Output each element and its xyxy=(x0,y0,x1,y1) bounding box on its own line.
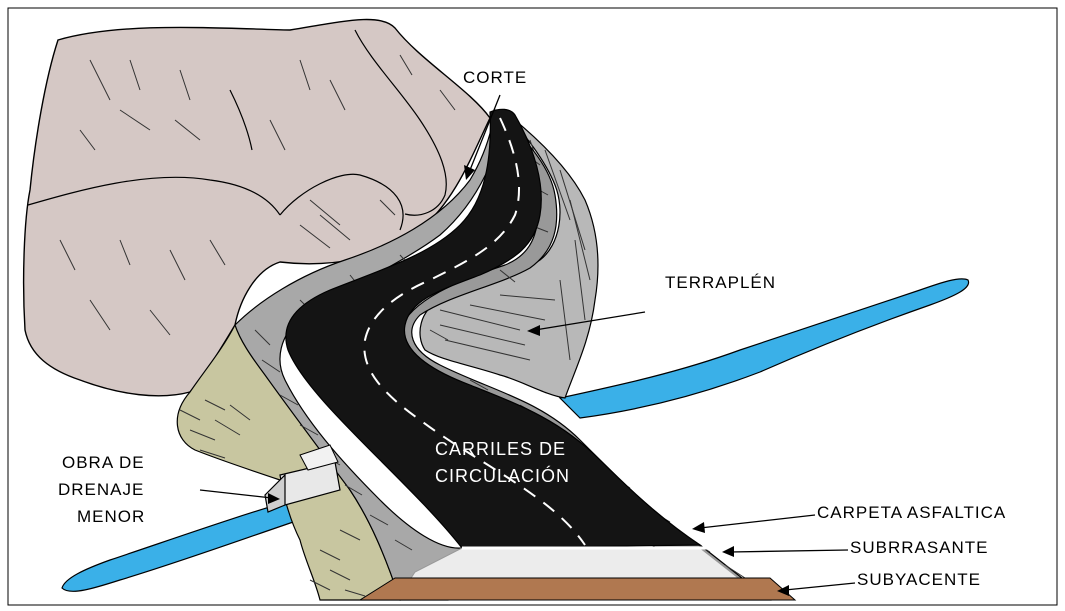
label-subrrasante: SUBRRASANTE xyxy=(850,538,989,557)
stream-right xyxy=(560,279,969,418)
label-corte: CORTE xyxy=(463,68,527,87)
label-carriles-line2: CIRCULACIÓN xyxy=(435,465,570,486)
label-obra-line1: OBRA DE xyxy=(62,453,145,472)
label-carpeta: CARPETA ASFALTICA xyxy=(817,503,1006,522)
label-terraplen: TERRAPLÉN xyxy=(665,273,776,292)
arrow-carpeta xyxy=(700,515,815,528)
label-carriles-line1: CARRILES DE xyxy=(435,439,566,459)
arrow-subyacente xyxy=(785,583,855,590)
label-obra-line2: DRENAJE xyxy=(58,480,144,499)
arrowhead-carpeta xyxy=(692,522,705,533)
label-subyacente: SUBYACENTE xyxy=(857,570,981,589)
label-obra-line3: MENOR xyxy=(77,507,145,526)
arrowhead-subrrasante xyxy=(722,546,734,557)
arrow-obra xyxy=(200,490,272,498)
subbase-layer xyxy=(360,578,795,600)
arrow-subrrasante xyxy=(730,550,848,552)
